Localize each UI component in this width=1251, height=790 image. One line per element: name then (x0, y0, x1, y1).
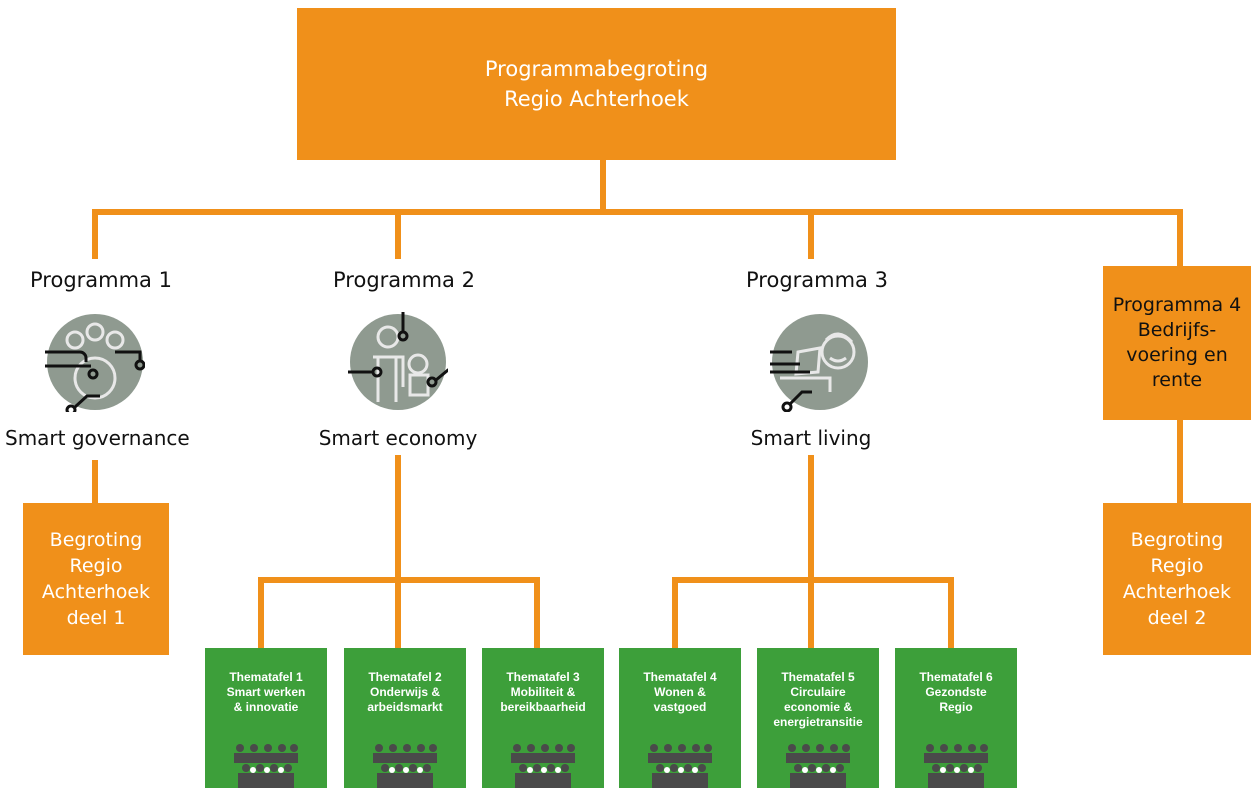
thematafel-3-subtitle: Mobiliteit & bereikbaarheid (500, 685, 586, 714)
program-1-theme: Smart governance (5, 426, 190, 450)
begroting-deel-1-box: Begroting Regio Achterhoek deel 1 (23, 503, 169, 655)
thematafel-4-subtitle: Wonen & vastgoed (653, 685, 707, 714)
top-title-line1: Programmabegroting (484, 57, 709, 81)
thematafel-5-title: Thematafel 5 (781, 670, 855, 684)
top-title-line2: Regio Achterhoek (504, 87, 689, 111)
program-2-theme: Smart economy (318, 426, 478, 450)
thematafel-5: Thematafel 5 Circulaire economie & energ… (757, 648, 879, 788)
people-icon (924, 744, 988, 788)
thematafel-1-subtitle: Smart werken & innovatie (226, 685, 306, 714)
program-3-theme: Smart living (750, 426, 872, 450)
thematafel-3-title: Thematafel 3 (506, 670, 580, 684)
living-icon (770, 314, 868, 412)
thematafel-4-title: Thematafel 4 (643, 670, 717, 684)
begroting-deel-2-box: Begroting Regio Achterhoek deel 2 (1103, 503, 1251, 655)
people-icon (648, 744, 712, 788)
begroting1-line2: Regio (69, 555, 123, 577)
connector-tafel6 (948, 577, 954, 649)
thematafel-2-title: Thematafel 2 (368, 670, 442, 684)
connector-p3-down-long (808, 455, 814, 580)
thematafel-6-title: Thematafel 6 (919, 670, 993, 684)
thematafel-1: Thematafel 1 Smart werken & innovatie (205, 648, 327, 788)
thematafel-6: Thematafel 6 Gezondste Regio (895, 648, 1017, 788)
thematafel-2-subtitle: Onderwijs & arbeidsmarkt (367, 685, 443, 714)
connector-p4-down (1177, 209, 1183, 266)
program-1-title: Programma 1 (30, 268, 172, 292)
people-icon (234, 744, 298, 788)
people-icon (511, 744, 575, 788)
program-4-box: Programma 4 Bedrijfs- voering en rente (1103, 266, 1251, 420)
connector-main-horizontal (92, 209, 1183, 215)
thematafel-3: Thematafel 3 Mobiliteit & bereikbaarheid (482, 648, 604, 788)
connector-tafel2 (395, 577, 401, 649)
connector-tafel3 (534, 577, 540, 649)
connector-p1-begroting (92, 460, 98, 504)
connector-p3-down (808, 209, 814, 259)
program-2-title: Programma 2 (333, 268, 475, 292)
connector-p4-begroting (1177, 420, 1183, 504)
connector-tafel1 (258, 577, 264, 649)
thematafel-1-title: Thematafel 1 (229, 670, 303, 684)
connector-tafel4 (672, 577, 678, 649)
program-4-line3: voering en (1126, 344, 1228, 366)
begroting2-line1: Begroting (1130, 529, 1224, 551)
thematafel-6-subtitle: Gezondste Regio (925, 685, 987, 714)
begroting2-line4: deel 2 (1147, 607, 1207, 629)
program-3-title: Programma 3 (746, 268, 888, 292)
thematafel-2: Thematafel 2 Onderwijs & arbeidsmarkt (344, 648, 466, 788)
begroting1-line3: Achterhoek (41, 581, 151, 603)
thematafel-5-subtitle: Circulaire economie & energietransitie (773, 685, 863, 729)
people-icon (786, 744, 850, 788)
thematafel-4: Thematafel 4 Wonen & vastgoed (619, 648, 741, 788)
connector-p2-down-long (395, 455, 401, 580)
connector-tafel5 (808, 577, 814, 649)
connector-p1-down (92, 209, 98, 259)
begroting2-line2: Regio (1150, 555, 1204, 577)
program-4-line1: Programma 4 (1112, 294, 1242, 316)
begroting1-line4: deel 1 (66, 607, 126, 629)
begroting2-line3: Achterhoek (1122, 581, 1232, 603)
program-4-line4: rente (1151, 369, 1203, 391)
economy-icon (348, 312, 448, 410)
connector-p2-down (395, 209, 401, 259)
program-4-line2: Bedrijfs- (1137, 319, 1217, 341)
governance-icon (45, 314, 145, 412)
programmabegroting-box: Programmabegroting Regio Achterhoek (297, 8, 896, 160)
people-icon (373, 744, 437, 788)
begroting1-line1: Begroting (49, 529, 143, 551)
connector-top-vertical (600, 160, 606, 212)
